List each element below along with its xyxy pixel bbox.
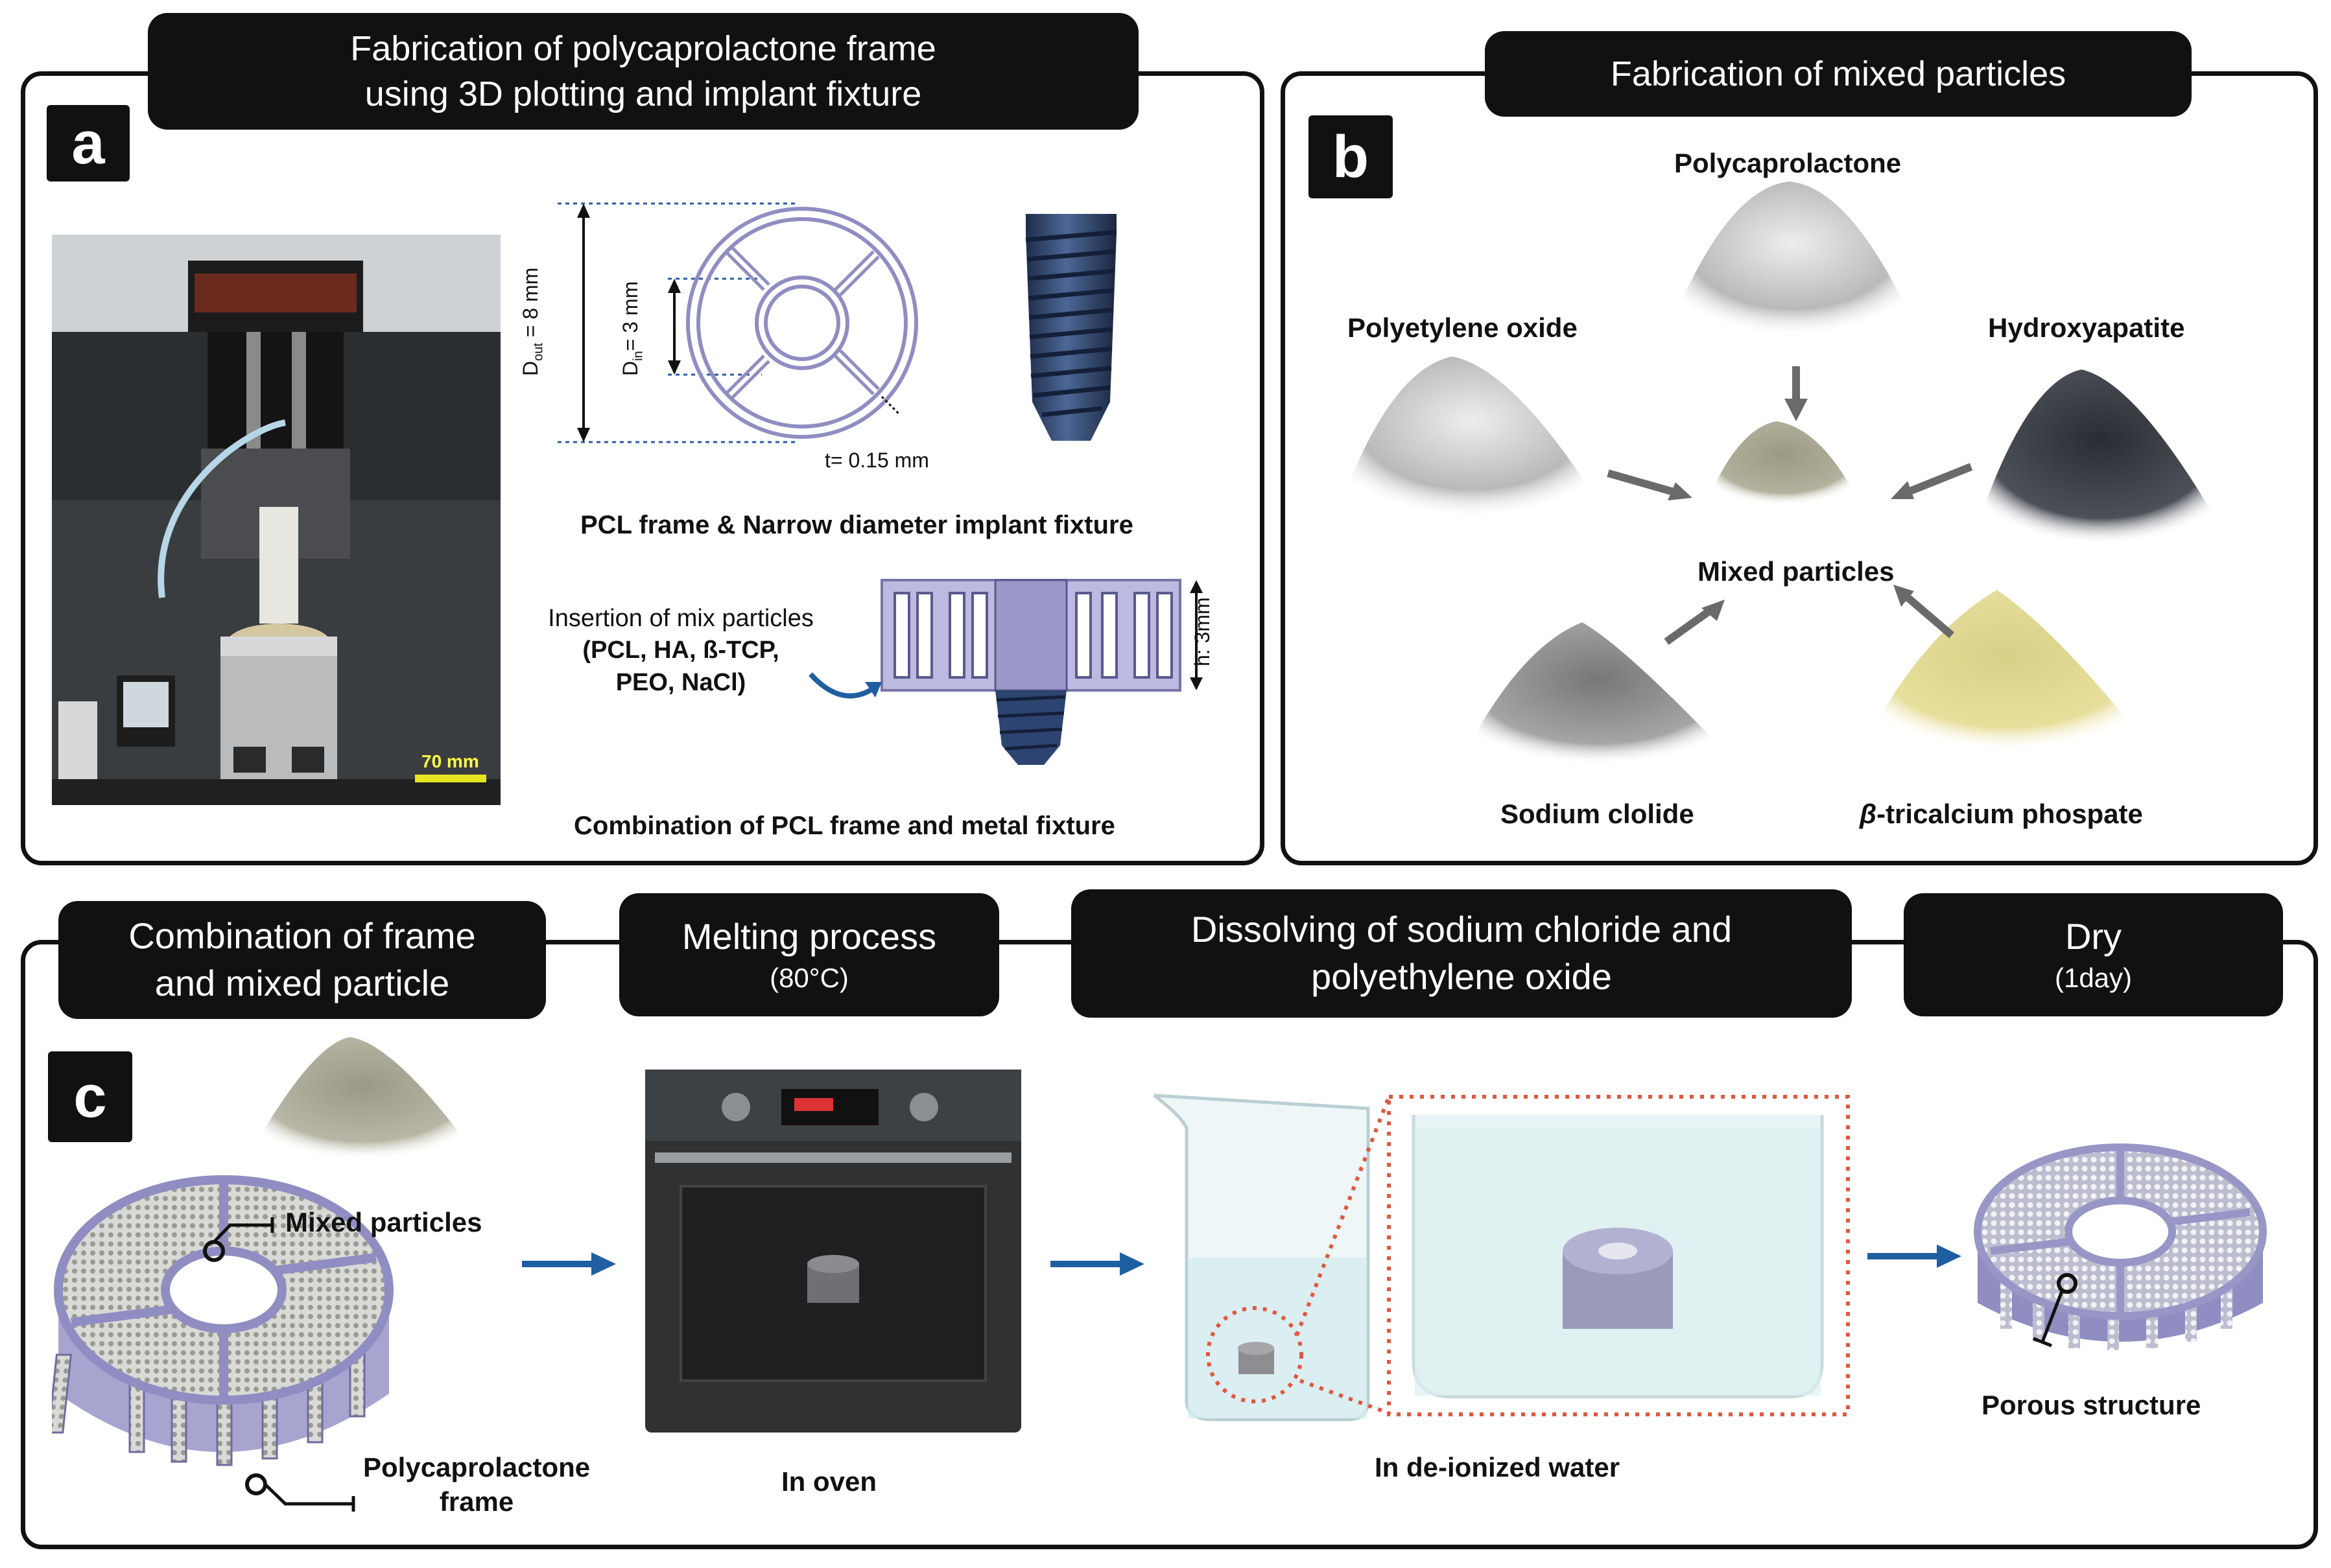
panel-c-letter: c xyxy=(48,1051,132,1142)
panel-c xyxy=(21,940,2318,1549)
label-tcp-symbol: β xyxy=(1860,799,1877,829)
beaker-image xyxy=(1153,1094,1850,1422)
caption-pcl-fixture: PCL frame & Narrow diameter implant fixt… xyxy=(580,511,1133,539)
pcl-frame-diagram xyxy=(558,202,918,443)
step3-line1: Dissolving of sodium chloride and xyxy=(1190,909,1733,950)
plotter-photo: 70 mm xyxy=(52,235,501,805)
dim-out-value: = 8 mm xyxy=(519,267,542,344)
dim-out-symbol: D xyxy=(519,360,542,376)
powders-illustration xyxy=(1336,181,2230,765)
panel-a-title: Fabrication of polycaprolactone frame us… xyxy=(148,13,1139,130)
label-pcl-frame-line1: Polycaprolactone xyxy=(363,1452,591,1482)
dim-out-sub: out xyxy=(531,343,546,361)
dim-out-label: Dout = 8 mm xyxy=(519,268,546,376)
label-tcp: β-tricalcium phospate xyxy=(1860,799,2143,830)
step2-line1: Melting process xyxy=(681,916,937,957)
dim-in-label: Din= 3 mm xyxy=(619,281,646,376)
label-porous-structure: Porous structure xyxy=(1982,1390,2201,1420)
dim-in-value: = 3 mm xyxy=(619,281,642,351)
label-in-oven: In oven xyxy=(781,1466,877,1497)
step2-melting: Melting process (80°C) xyxy=(619,893,999,1016)
height-label: h: 3mm xyxy=(1190,597,1214,666)
frame-fixture-combination xyxy=(809,579,1203,765)
panel-a-title-line1: Fabrication of polycaprolactone frame xyxy=(350,29,936,68)
label-peo: Polyetylene oxide xyxy=(1347,312,1578,343)
step1-combination: Combination of frame and mixed particle xyxy=(58,901,546,1019)
porous-structure-image xyxy=(1974,1143,2267,1350)
label-in-water: In de-ionized water xyxy=(1375,1452,1620,1482)
insertion-line1: Insertion of mix particles xyxy=(548,605,814,632)
step3-dissolving: Dissolving of sodium chloride and polyet… xyxy=(1071,889,1852,1018)
step4-line2: (1day) xyxy=(2054,963,2133,994)
panel-b-title: Fabrication of mixed particles xyxy=(1485,31,2192,117)
panel-b-letter: b xyxy=(1308,115,1393,198)
label-mixed-particles-c: Mixed particles xyxy=(285,1207,482,1237)
step1-line1: Combination of frame xyxy=(128,915,476,957)
panel-a-letter: a xyxy=(47,105,130,181)
implant-fixture-image xyxy=(1025,214,1117,441)
step4-dry: Dry (1day) xyxy=(1904,893,2283,1016)
process-arrow-2 xyxy=(1050,1252,1144,1276)
insertion-line2: (PCL, HA, ß-TCP, xyxy=(582,637,779,664)
caption-combination: Combination of PCL frame and metal fixtu… xyxy=(574,812,1115,840)
insertion-text: Insertion of mix particles (PCL, HA, ß-T… xyxy=(532,603,830,699)
label-mixed-particles-b: Mixed particles xyxy=(1698,556,1895,587)
frame-with-particles xyxy=(52,1037,480,1512)
label-nacl: Sodium clolide xyxy=(1500,799,1694,829)
scale-bar-label: 70 mm xyxy=(421,751,479,771)
label-tcp-rest: -tricalcium phospate xyxy=(1876,799,2143,829)
panel-a-title-line2: using 3D plotting and implant fixture xyxy=(364,75,922,113)
label-pcl-frame-line2: frame xyxy=(439,1486,514,1517)
oven-image xyxy=(645,1070,1021,1433)
step4-line1: Dry xyxy=(2065,916,2122,957)
process-arrow-3 xyxy=(1867,1245,1961,1268)
thickness-label: t= 0.15 mm xyxy=(825,449,929,472)
step2-line2: (80°C) xyxy=(770,963,849,994)
process-arrow-1 xyxy=(522,1252,616,1276)
insertion-line3: PEO, NaCl) xyxy=(615,668,746,696)
label-polycaprolactone: Polycaprolactone xyxy=(1674,148,1902,178)
dim-in-sub: in xyxy=(631,351,646,361)
label-ha: Hydroxyapatite xyxy=(1988,312,2185,343)
step3-line2: polyethylene oxide xyxy=(1311,956,1612,997)
step1-line2: and mixed particle xyxy=(154,963,450,1003)
label-pcl-frame: Polycaprolactone frame xyxy=(363,1451,590,1519)
dim-in-symbol: D xyxy=(619,360,642,376)
